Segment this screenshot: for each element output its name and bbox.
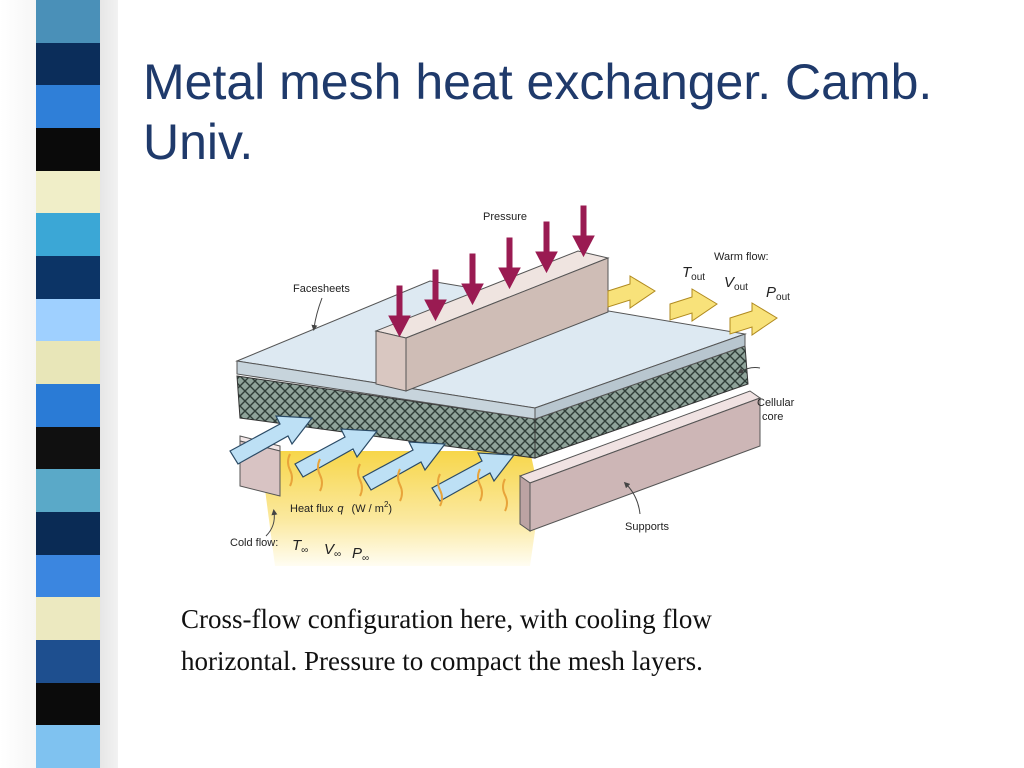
label-p-out-sub: out — [776, 292, 790, 303]
heat-squiggle — [502, 478, 508, 512]
cold-flow-arrows — [229, 415, 516, 502]
color-stripe — [36, 42, 100, 86]
diagram-svg: Pressure Warm flow: Tout Vout Pout Faces… — [229, 205, 795, 566]
warm-flow-arrow — [669, 288, 718, 322]
label-cold-flow: Cold flow: — [230, 537, 278, 549]
label-t-inf: T∞ — [292, 537, 308, 556]
cold-flow-arrow — [229, 415, 314, 465]
heat-squiggle — [437, 473, 443, 507]
decorative-sidebar — [0, 0, 118, 768]
pressure-arrow — [461, 253, 484, 306]
label-v-inf-sub: ∞ — [334, 549, 341, 560]
heat-squiggle — [287, 453, 293, 487]
label-heat-flux-text: Heat flux — [290, 503, 334, 515]
label-t-out-symbol: T — [682, 264, 693, 281]
color-stripe — [36, 383, 100, 427]
label-p-out: Pout — [766, 284, 790, 303]
label-v-inf: V∞ — [324, 541, 341, 560]
label-t-inf-sub: ∞ — [301, 545, 308, 556]
label-facesheets: Facesheets — [293, 283, 350, 295]
color-stripe — [36, 725, 100, 768]
heat-squiggle — [477, 468, 483, 502]
label-v-inf-symbol: V — [324, 541, 336, 558]
pressure-arrow — [498, 237, 521, 290]
color-stripe — [36, 298, 100, 342]
label-heat-flux-units: (W / m — [352, 503, 384, 515]
color-stripe — [36, 127, 100, 171]
warm-flow-arrow — [729, 302, 778, 336]
color-stripe — [36, 554, 100, 598]
cold-flow-arrow — [362, 441, 447, 491]
pressure-arrow — [535, 221, 558, 274]
label-p-inf-sub: ∞ — [362, 553, 369, 564]
color-stripe — [36, 0, 100, 43]
label-t-inf-symbol: T — [292, 537, 303, 554]
label-heat-flux-units-close: ) — [388, 503, 392, 515]
label-t-out: Tout — [682, 264, 705, 283]
color-stripe — [36, 682, 100, 726]
label-cellular-core-line2: core — [762, 411, 783, 423]
color-stripe — [36, 469, 100, 512]
heat-exchanger-diagram: Pressure Warm flow: Tout Vout Pout Faces… — [200, 196, 840, 576]
color-stripe — [36, 170, 100, 214]
leader-lines — [265, 297, 761, 537]
cold-flow-arrow — [431, 452, 516, 502]
color-stripe — [36, 341, 100, 384]
label-cellular-core-line1: Cellular — [757, 397, 795, 409]
label-pressure: Pressure — [483, 211, 527, 223]
label-warm-flow: Warm flow: — [714, 251, 769, 263]
pressure-arrow — [388, 285, 411, 338]
caption-line: horizontal. Pressure to compact the mesh… — [181, 646, 703, 676]
slide-title: Metal mesh heat exchanger. Camb. Univ. — [143, 54, 933, 170]
color-stripe — [36, 255, 100, 299]
heat-squiggle — [357, 463, 363, 497]
warm-flow-arrows — [607, 275, 778, 336]
label-v-out-symbol: V — [724, 274, 736, 291]
heat-squiggle — [317, 458, 323, 492]
caption-line: Cross-flow configuration here, with cool… — [181, 604, 712, 634]
label-heat-flux-q: q — [337, 503, 344, 515]
label-v-out-sub: out — [734, 282, 748, 293]
right-support — [518, 390, 762, 532]
label-supports: Supports — [625, 521, 670, 533]
label-p-out-symbol: P — [766, 284, 776, 301]
heat-squiggle — [397, 468, 403, 502]
pressure-arrows — [388, 205, 595, 338]
color-stripe — [36, 213, 100, 256]
color-stripe — [36, 85, 100, 128]
label-p-inf-symbol: P — [352, 545, 362, 562]
label-heat-flux-units-sup: 2 — [384, 500, 389, 509]
color-stripe — [36, 597, 100, 640]
pressure-arrow — [572, 205, 595, 258]
cold-flow-arrow — [294, 428, 379, 478]
label-t-out-sub: out — [691, 272, 705, 283]
decorative-color-bar — [36, 0, 100, 768]
heat-flux-squiggles — [287, 453, 508, 512]
warm-flow-arrow — [607, 275, 656, 309]
slide-caption: Cross-flow configuration here, with cool… — [181, 598, 901, 682]
label-p-inf: P∞ — [352, 545, 369, 564]
pressure-arrow — [424, 269, 447, 322]
color-stripe — [36, 426, 100, 470]
color-stripe — [36, 511, 100, 555]
label-v-out: Vout — [724, 274, 748, 293]
color-stripe — [36, 639, 100, 683]
top-facesheet-edge-side — [534, 333, 746, 420]
